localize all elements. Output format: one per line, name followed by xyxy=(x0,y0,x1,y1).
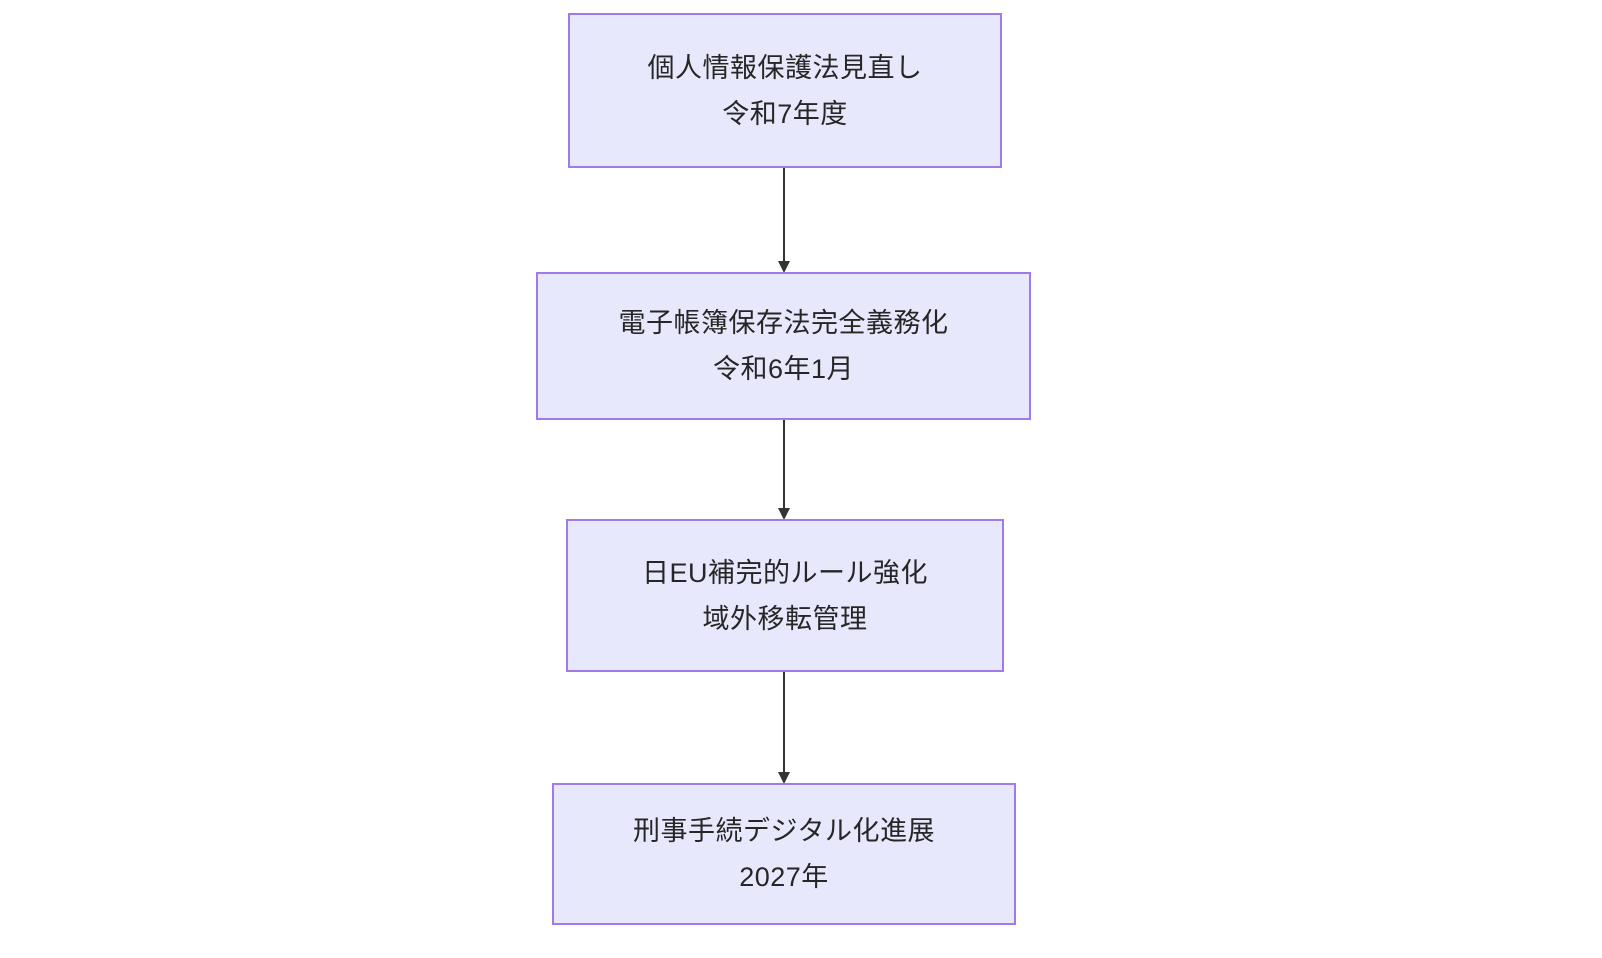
arrow-down-icon xyxy=(778,672,790,784)
flow-edge-1-2 xyxy=(777,168,791,273)
flow-edge-3-4 xyxy=(777,672,791,784)
flow-node-1-title: 個人情報保護法見直し xyxy=(647,52,923,83)
flow-node-3-title: 日EU補完的ルール強化 xyxy=(641,557,928,588)
flow-node-4-subtitle: 2027年 xyxy=(739,862,829,892)
flow-node-4[interactable]: 刑事手続デジタル化進展 2027年 xyxy=(552,783,1016,925)
flow-node-3[interactable]: 日EU補完的ルール強化 域外移転管理 xyxy=(566,519,1004,672)
flow-node-4-title: 刑事手続デジタル化進展 xyxy=(633,816,935,846)
flow-node-2[interactable]: 電子帳簿保存法完全義務化 令和6年1月 xyxy=(536,272,1031,420)
flow-node-2-title: 電子帳簿保存法完全義務化 xyxy=(618,308,949,338)
flow-node-2-subtitle: 令和6年1月 xyxy=(712,354,855,384)
flow-edge-2-3 xyxy=(777,420,791,520)
arrow-down-icon xyxy=(778,168,790,273)
arrow-down-icon xyxy=(778,420,790,520)
flow-node-1-subtitle: 令和7年度 xyxy=(722,98,848,129)
flow-node-3-subtitle: 域外移転管理 xyxy=(702,603,868,634)
flow-node-1[interactable]: 個人情報保護法見直し 令和7年度 xyxy=(568,13,1002,168)
